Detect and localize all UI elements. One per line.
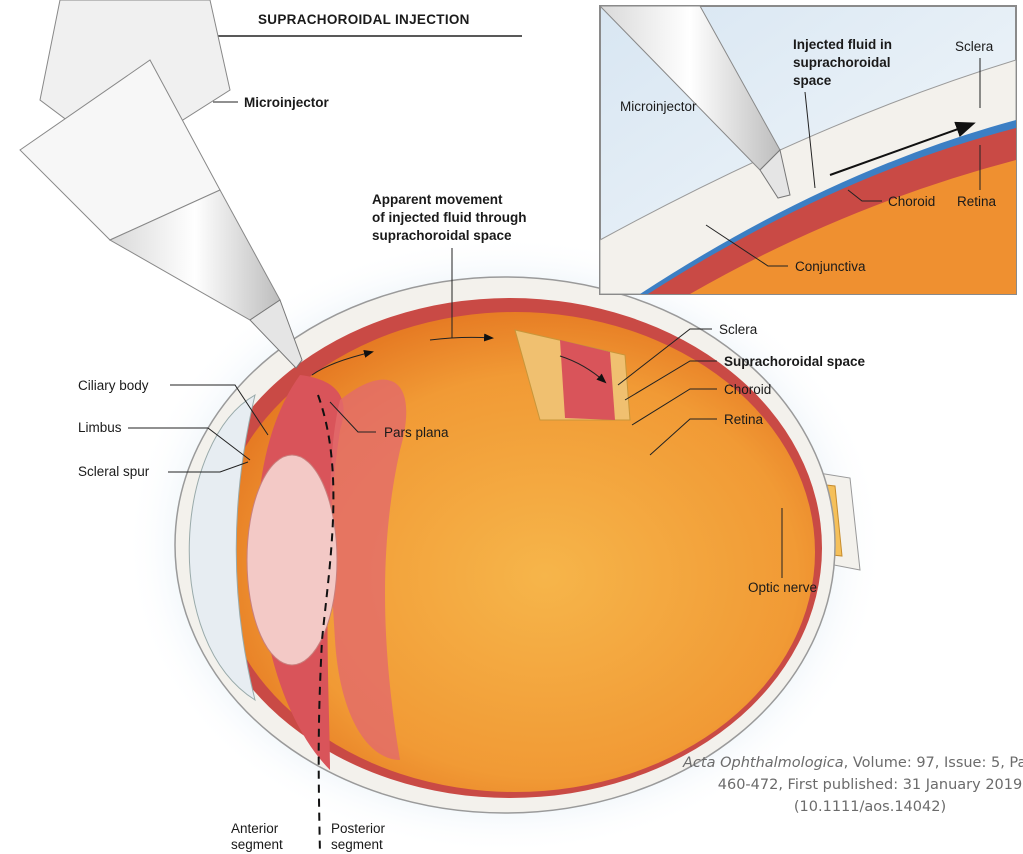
- citation-line3: (10.1111/aos.14042): [660, 796, 1023, 818]
- cutaway-choroid: [560, 340, 615, 420]
- inset-label-sclera: Sclera: [955, 39, 994, 54]
- label-apparent-3: suprachoroidal space: [372, 228, 512, 243]
- citation-journal: Acta Ophthalmologica: [683, 755, 844, 771]
- inset-label-choroid: Choroid: [888, 194, 935, 209]
- microinjector-device: [20, 0, 302, 368]
- label-apparent-1: Apparent movement: [372, 192, 503, 207]
- inset-label-fluid-1: Injected fluid in: [793, 37, 892, 52]
- citation-rest: , Volume: 97, Issue: 5, Pages:: [844, 755, 1023, 771]
- inset-label-fluid-3: space: [793, 73, 832, 88]
- citation: Acta Ophthalmologica, Volume: 97, Issue:…: [660, 752, 1023, 818]
- inset-label-microinjector: Microinjector: [620, 99, 697, 114]
- diagram-title: SUPRACHOROIDAL INJECTION: [258, 12, 470, 27]
- inset-panel: Microinjector Injected fluid in supracho…: [600, 6, 1016, 294]
- label-ciliary-body: Ciliary body: [78, 378, 149, 393]
- label-posterior-1: Posterior: [331, 821, 386, 836]
- inset-label-fluid-2: suprachoroidal: [793, 55, 891, 70]
- label-apparent-2: of injected fluid through: [372, 210, 526, 225]
- label-scleral-spur: Scleral spur: [78, 464, 150, 479]
- label-suprachoroidal-space: Suprachoroidal space: [724, 354, 866, 369]
- label-choroid: Choroid: [724, 382, 771, 397]
- label-retina: Retina: [724, 412, 764, 427]
- label-optic-nerve: Optic nerve: [748, 580, 817, 595]
- label-sclera: Sclera: [719, 322, 758, 337]
- citation-line1: Acta Ophthalmologica, Volume: 97, Issue:…: [660, 752, 1023, 774]
- label-anterior-1: Anterior: [231, 821, 279, 836]
- label-microinjector: Microinjector: [244, 95, 330, 110]
- label-pars-plana: Pars plana: [384, 425, 449, 440]
- label-anterior-2: segment: [231, 837, 283, 852]
- inset-label-conjunctiva: Conjunctiva: [795, 259, 866, 274]
- label-limbus: Limbus: [78, 420, 122, 435]
- citation-line2: 460-472, First published: 31 January 201…: [660, 774, 1023, 796]
- inset-label-retina: Retina: [957, 194, 997, 209]
- label-posterior-2: segment: [331, 837, 383, 852]
